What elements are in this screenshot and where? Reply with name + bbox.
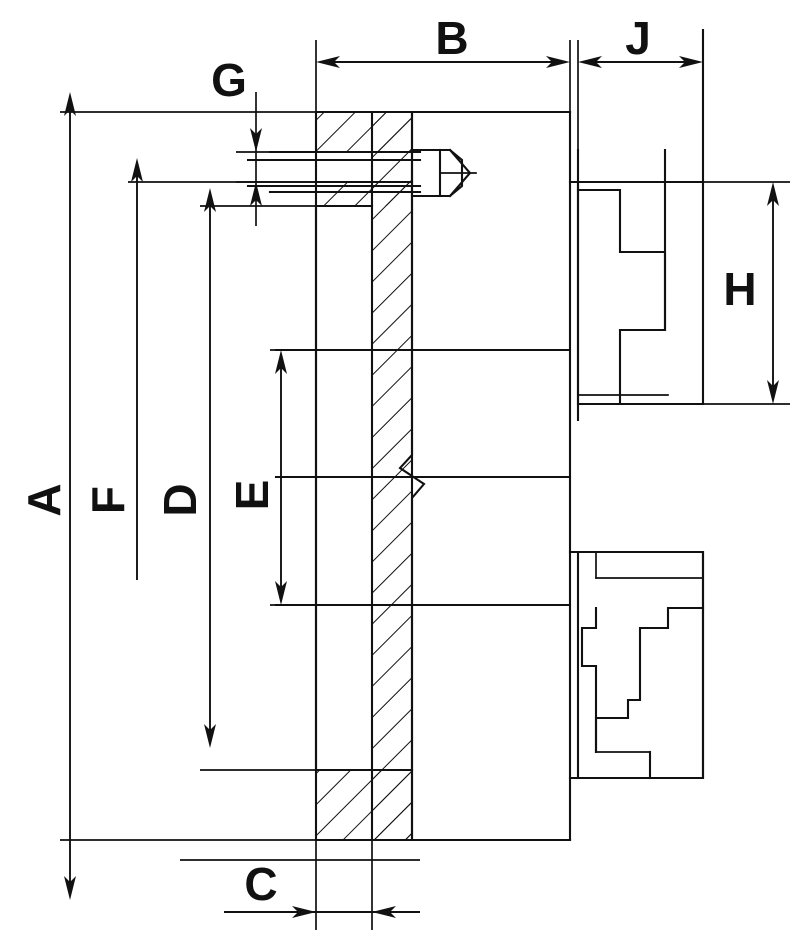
dim-A-label: A [18,483,70,516]
dim-G-arrow-upper [250,128,262,152]
dimension-J: J [578,12,703,68]
dim-G-arrow-lower [250,182,262,206]
dim-A-arrow-bottom [64,876,76,900]
dim-B-arrow-left [316,56,340,68]
dimension-A: A [18,92,76,900]
dim-D-label: D [154,483,206,516]
dim-H-arrow-bottom [767,380,779,404]
dimension-E: E [226,350,287,605]
dim-E-arrow-top [275,350,287,374]
dim-G-label: G [211,54,247,106]
dim-J-arrow-left [578,56,602,68]
dim-A-arrow-top [64,92,76,116]
dim-D-arrow-top [204,188,216,212]
dimension-G: G [211,54,262,206]
dim-B-label: B [435,12,468,64]
dimension-D: D [154,188,216,748]
dim-E-label: E [226,480,278,511]
hatch-lower-flange [316,770,412,840]
lower-jaw [568,550,705,780]
dim-C-label: C [244,858,277,910]
dimension-C: C [224,858,420,918]
mounting-bolt-detail [246,148,477,198]
dim-H-arrow-top [767,182,779,206]
dim-H-label: H [723,263,756,315]
dimension-F: F [82,158,143,580]
dimension-H: H [723,182,779,404]
dim-F-label: F [82,486,134,514]
dim-J-label: J [625,12,651,64]
dim-B-arrow-right [546,56,570,68]
center-break-symbol [274,110,572,842]
dimension-B: B [316,12,570,68]
dim-C-arrow-left [292,906,316,918]
dim-J-arrow-right [679,56,703,68]
dim-F-arrow-top [131,158,143,182]
dim-E-arrow-bottom [275,581,287,605]
lower-jaw-step-profile [594,606,705,754]
extension-lines [60,40,790,930]
dim-C-arrow-right [372,906,396,918]
dim-D-arrow-bottom [204,724,216,748]
lower-jaw-inner-notch [580,606,598,754]
